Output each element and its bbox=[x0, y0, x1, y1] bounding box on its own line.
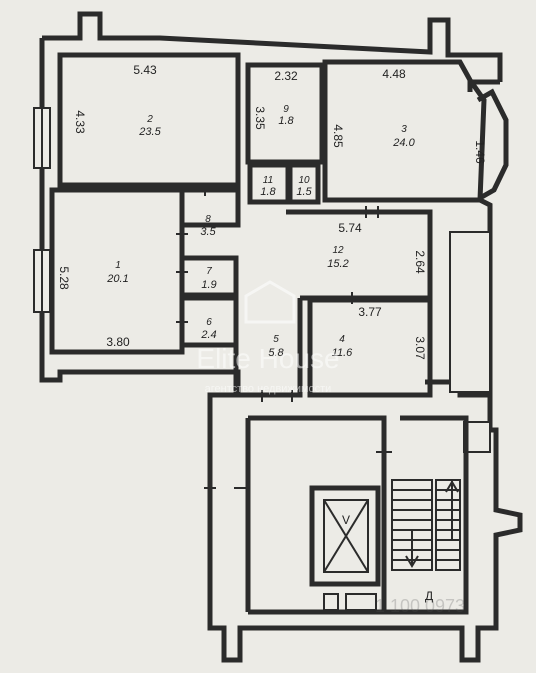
dim-room-2-height: 4.33 bbox=[73, 110, 87, 134]
elevator-v-mark: V bbox=[342, 513, 350, 527]
elevator-car bbox=[323, 499, 369, 573]
shaft-box bbox=[345, 593, 377, 611]
room-6-area: 2.4 bbox=[200, 329, 216, 341]
room-1-walls bbox=[49, 187, 185, 355]
wall-north bbox=[42, 11, 503, 82]
dim-room-12-height: 2.64 bbox=[413, 250, 427, 274]
room-5-number: 5 bbox=[273, 334, 279, 345]
dim-room-1-width: 3.80 bbox=[106, 335, 130, 349]
elevator-cross bbox=[323, 499, 369, 573]
elevator-shaft bbox=[309, 485, 381, 587]
watermark-corner-id: 1 100 0973 bbox=[375, 596, 465, 616]
room-3-area: 24.0 bbox=[392, 137, 415, 149]
shaft-box bbox=[323, 593, 339, 611]
stair-hall-walls bbox=[248, 415, 469, 615]
dim-room-2-width: 5.43 bbox=[133, 63, 157, 77]
dim-bay-window: 1.46 bbox=[473, 140, 487, 164]
room-4-area: 11.6 bbox=[332, 347, 353, 359]
room-8-number: 8 bbox=[205, 214, 211, 225]
stair-label: Д bbox=[425, 589, 433, 603]
dim-room-3-height: 4.85 bbox=[331, 124, 345, 148]
room-labels: 2 23.5 9 1.8 3 24.0 11 1.8 10 1.5 8 3.5 … bbox=[106, 104, 415, 359]
door-marks bbox=[176, 184, 379, 489]
room-11-area: 1.8 bbox=[260, 186, 276, 198]
room-12-number: 12 bbox=[332, 245, 344, 256]
room-8-walls bbox=[182, 187, 241, 228]
room-10-walls bbox=[287, 162, 321, 205]
dimension-labels: 5.43 4.33 2.32 3.35 4.48 4.85 1.46 5.74 … bbox=[57, 63, 487, 360]
dim-room-4-width: 3.77 bbox=[358, 305, 382, 319]
room-4-number: 4 bbox=[339, 334, 345, 345]
room-7-area: 1.9 bbox=[201, 279, 216, 291]
room-2-walls bbox=[57, 52, 241, 188]
stairs bbox=[391, 479, 461, 571]
room-3-number: 3 bbox=[401, 124, 407, 135]
wall-stair-core bbox=[207, 392, 523, 663]
watermark: Elite House агентство недвижимости 1 100… bbox=[196, 280, 465, 616]
room-10-number: 10 bbox=[298, 175, 310, 186]
room-2-number: 2 bbox=[146, 114, 153, 125]
room-8-area: 3.5 bbox=[200, 226, 216, 238]
room-2-area: 23.5 bbox=[138, 126, 161, 138]
watermark-house-logo-icon bbox=[244, 280, 296, 324]
dim-room-1-height: 5.28 bbox=[57, 266, 71, 290]
room-11-number: 11 bbox=[263, 175, 273, 186]
dim-room-4-height: 3.07 bbox=[413, 336, 427, 360]
room-12-area: 15.2 bbox=[327, 258, 348, 270]
room-10-area: 1.5 bbox=[296, 186, 312, 198]
common-core: V Д bbox=[245, 415, 469, 615]
dim-room-12-width: 5.74 bbox=[338, 221, 362, 235]
room-5-area: 5.8 bbox=[268, 347, 284, 359]
stair-arrow-up-head bbox=[445, 480, 459, 493]
room-5-walls bbox=[233, 298, 303, 398]
room-1-number: 1 bbox=[115, 260, 121, 271]
watermark-tagline: агентство недвижимости bbox=[205, 383, 332, 395]
balcony-east bbox=[449, 231, 491, 393]
room-9-area: 1.8 bbox=[278, 115, 294, 127]
watermark-brand: Elite House bbox=[196, 343, 339, 374]
room-9-walls bbox=[245, 62, 325, 165]
room-7-number: 7 bbox=[206, 266, 212, 277]
room-3-walls bbox=[322, 59, 487, 203]
room-7-walls bbox=[182, 255, 239, 298]
room-9-number: 9 bbox=[283, 104, 289, 115]
dim-room-3-width: 4.48 bbox=[382, 67, 406, 81]
room-6-number: 6 bbox=[206, 317, 212, 328]
dim-room-9-width: 2.32 bbox=[274, 69, 298, 83]
room-4-walls bbox=[307, 297, 433, 398]
room-1-area: 20.1 bbox=[106, 273, 128, 285]
interior-walls bbox=[49, 52, 487, 398]
dim-room-9-height: 3.35 bbox=[253, 106, 267, 130]
stair-arrow-down-head bbox=[405, 555, 419, 568]
